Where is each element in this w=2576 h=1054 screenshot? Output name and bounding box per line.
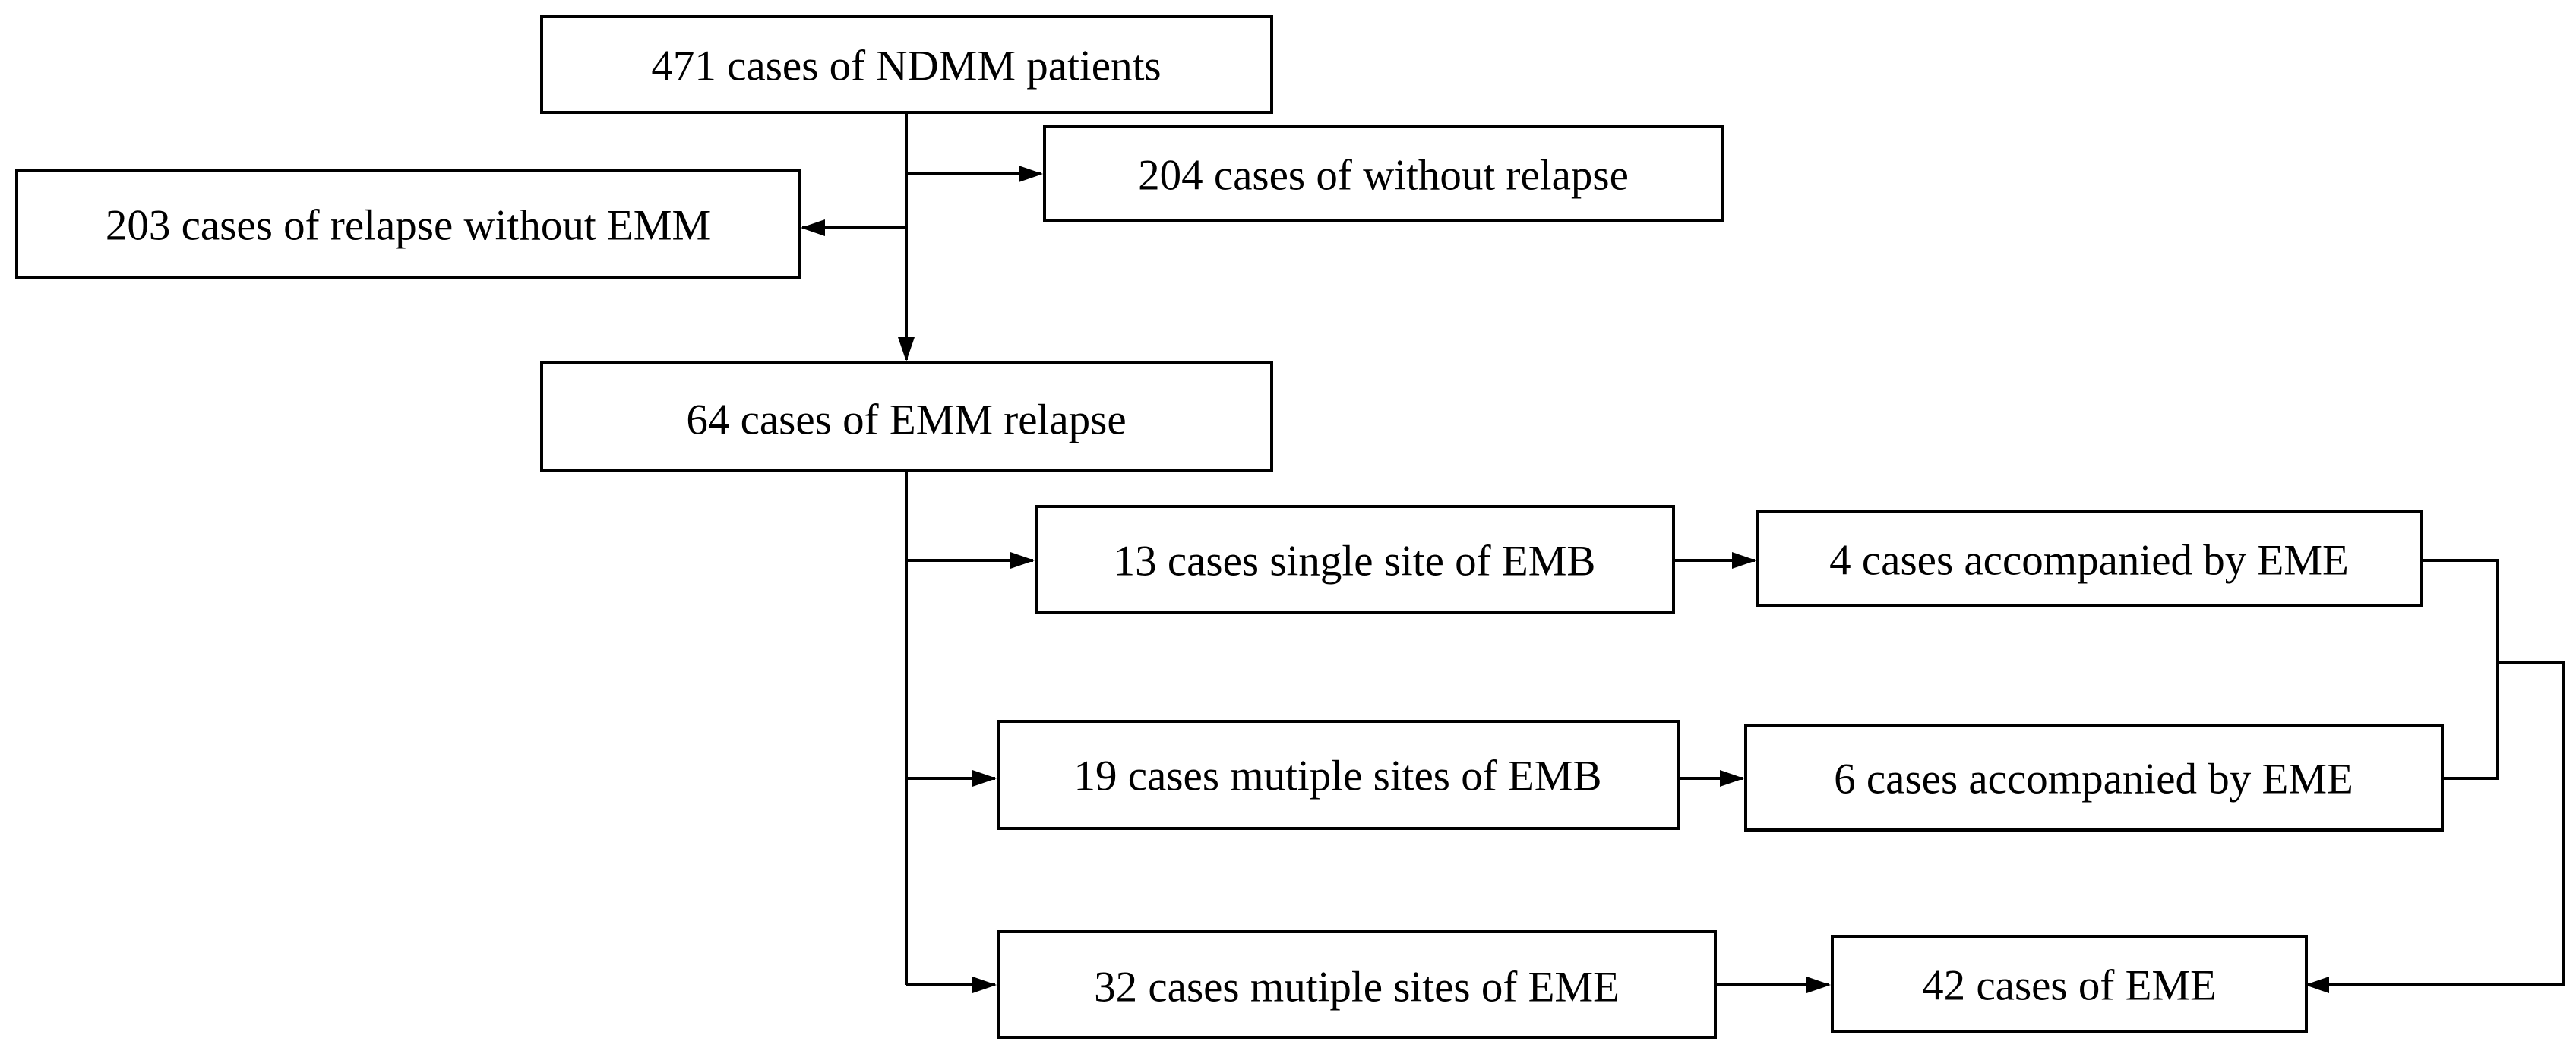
node-multiple-sites-emb-label: 19 cases mutiple sites of EMB: [1074, 753, 1602, 800]
node-multiple-sites-eme-label: 32 cases mutiple sites of EME: [1094, 964, 1620, 1011]
node-relapse-without-emm: 203 cases of relapse without EMM: [15, 169, 801, 279]
node-total-eme: 42 cases of EME: [1831, 935, 2308, 1033]
merge-to-total-eme: [2305, 661, 2565, 993]
node-multiple-emb-eme: 6 cases accompanied by EME: [1744, 724, 2444, 832]
node-single-site-emb: 13 cases single site of EMB: [1035, 505, 1675, 614]
node-relapse-without-emm-label: 203 cases of relapse without EMM: [106, 202, 710, 250]
node-emm-relapse: 64 cases of EMM relapse: [540, 361, 1273, 472]
connectors: [801, 112, 2565, 993]
node-multiple-sites-eme: 32 cases mutiple sites of EME: [997, 930, 1717, 1039]
node-single-emb-eme: 4 cases accompanied by EME: [1756, 510, 2423, 607]
node-multiple-sites-emb: 19 cases mutiple sites of EMB: [997, 720, 1680, 830]
node-multiple-emb-eme-label: 6 cases accompanied by EME: [1834, 756, 2353, 803]
node-single-emb-eme-label: 4 cases accompanied by EME: [1829, 537, 2349, 585]
merge-bracket-line: [2421, 559, 2499, 780]
node-ndmm-patients: 471 cases of NDMM patients: [540, 15, 1273, 114]
node-without-relapse-label: 204 cases of without relapse: [1138, 152, 1629, 200]
node-total-eme-label: 42 cases of EME: [1922, 962, 2217, 1010]
node-emm-relapse-label: 64 cases of EMM relapse: [686, 396, 1126, 444]
node-single-site-emb-label: 13 cases single site of EMB: [1114, 538, 1596, 585]
node-without-relapse: 204 cases of without relapse: [1043, 125, 1724, 222]
node-ndmm-patients-label: 471 cases of NDMM patients: [651, 43, 1161, 90]
